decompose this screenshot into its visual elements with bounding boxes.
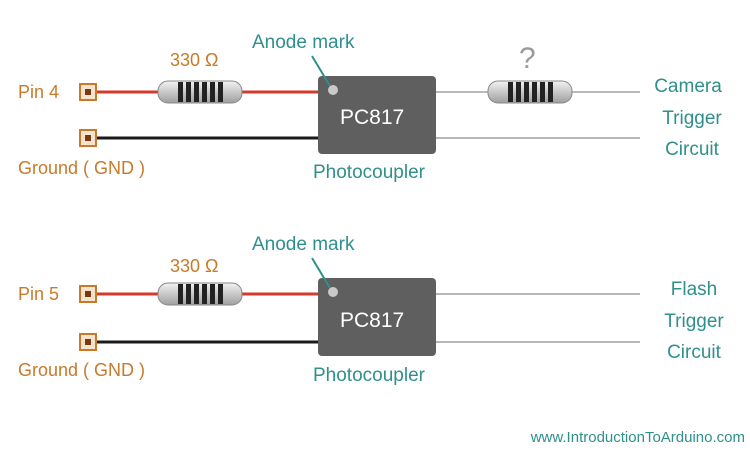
camera-trigger-circuit-label: Camera Trigger Circuit (654, 76, 722, 160)
flash-trigger-circuit-label: Flash Trigger Circuit (664, 279, 724, 363)
anode-mark-label: Anode mark (252, 234, 355, 255)
resistor-330 (157, 80, 243, 104)
unknown-resistor-label: ? (519, 42, 536, 75)
ground-connector (79, 333, 97, 351)
circuit-bottom: Pin 5 Ground ( GND ) 330 Ω Anode mark PC… (18, 234, 724, 386)
anode-dot (328, 85, 338, 95)
chip-label: PC817 (340, 106, 404, 129)
resistor-330 (157, 282, 243, 306)
output-line-3: Circuit (667, 342, 722, 363)
output-line-3: Circuit (665, 139, 720, 160)
output-line-1: Flash (671, 279, 717, 300)
ground-label: Ground ( GND ) (18, 158, 145, 178)
output-line-2: Trigger (662, 108, 722, 129)
pin4-label: Pin 4 (18, 82, 59, 102)
photocoupler-label: Photocoupler (313, 162, 426, 183)
anode-pointer (311, 257, 331, 289)
photocoupler-label: Photocoupler (313, 365, 426, 386)
resistor-value-label: 330 Ω (170, 50, 219, 70)
chip-label: PC817 (340, 309, 404, 332)
output-line-1: Camera (654, 76, 722, 97)
website-credit: www.IntroductionToArduino.com (530, 429, 745, 446)
pin5-label: Pin 5 (18, 284, 59, 304)
ground-label: Ground ( GND ) (18, 360, 145, 380)
pin5-connector (79, 285, 97, 303)
anode-mark-label: Anode mark (252, 32, 355, 53)
anode-dot (328, 287, 338, 297)
ground-connector (79, 129, 97, 147)
resistor-unknown (487, 80, 573, 104)
circuit-top: Pin 4 Ground ( GND ) 330 Ω Anode mark PC… (18, 32, 722, 183)
anode-pointer (311, 55, 331, 87)
pc817-chip (318, 278, 436, 356)
resistor-value-label: 330 Ω (170, 256, 219, 276)
pc817-chip (318, 76, 436, 154)
pin4-connector (79, 83, 97, 101)
output-line-2: Trigger (664, 311, 724, 332)
